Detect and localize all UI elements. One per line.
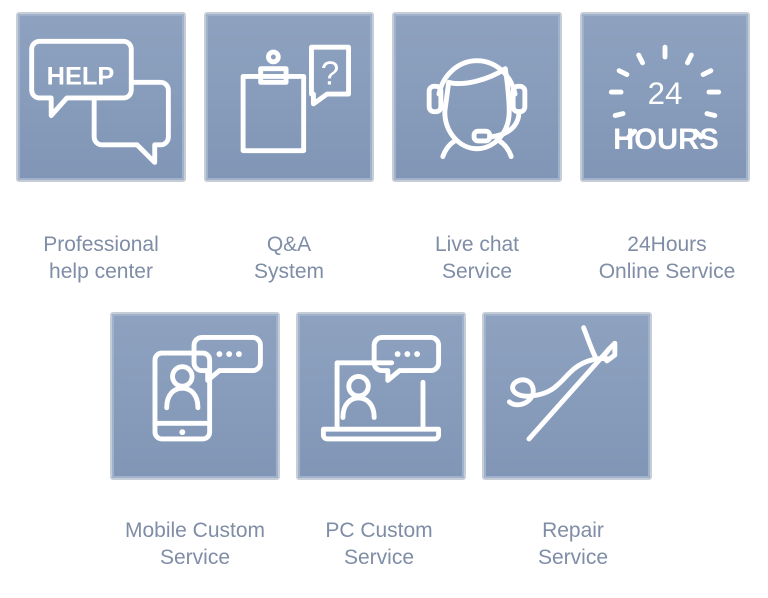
svg-text:24: 24 [648,76,683,111]
service-tile-24h[interactable]: 24 HOURS [580,12,750,182]
laptop-chat-icon [320,334,442,442]
svg-text:HOURS: HOURS [613,123,719,156]
service-tile-qa[interactable]: ? [204,12,374,182]
mobile-chat-icon [152,334,263,442]
needle-thread-icon [506,325,618,442]
service-tile-repair[interactable] [482,312,652,480]
service-tile-livechat[interactable] [392,12,562,182]
clipboard-question-icon: ? [240,44,352,154]
service-tile-mobile[interactable] [110,312,280,480]
svg-text:HELP: HELP [47,62,115,90]
service-tile-pc[interactable] [296,312,466,480]
help-bubbles-icon: HELP [29,38,171,165]
service-tile-help[interactable]: HELP [16,12,186,182]
svg-text:?: ? [321,55,339,92]
headset-agent-icon [426,58,528,160]
24-hours-clock-icon: 24 HOURS [608,44,722,156]
